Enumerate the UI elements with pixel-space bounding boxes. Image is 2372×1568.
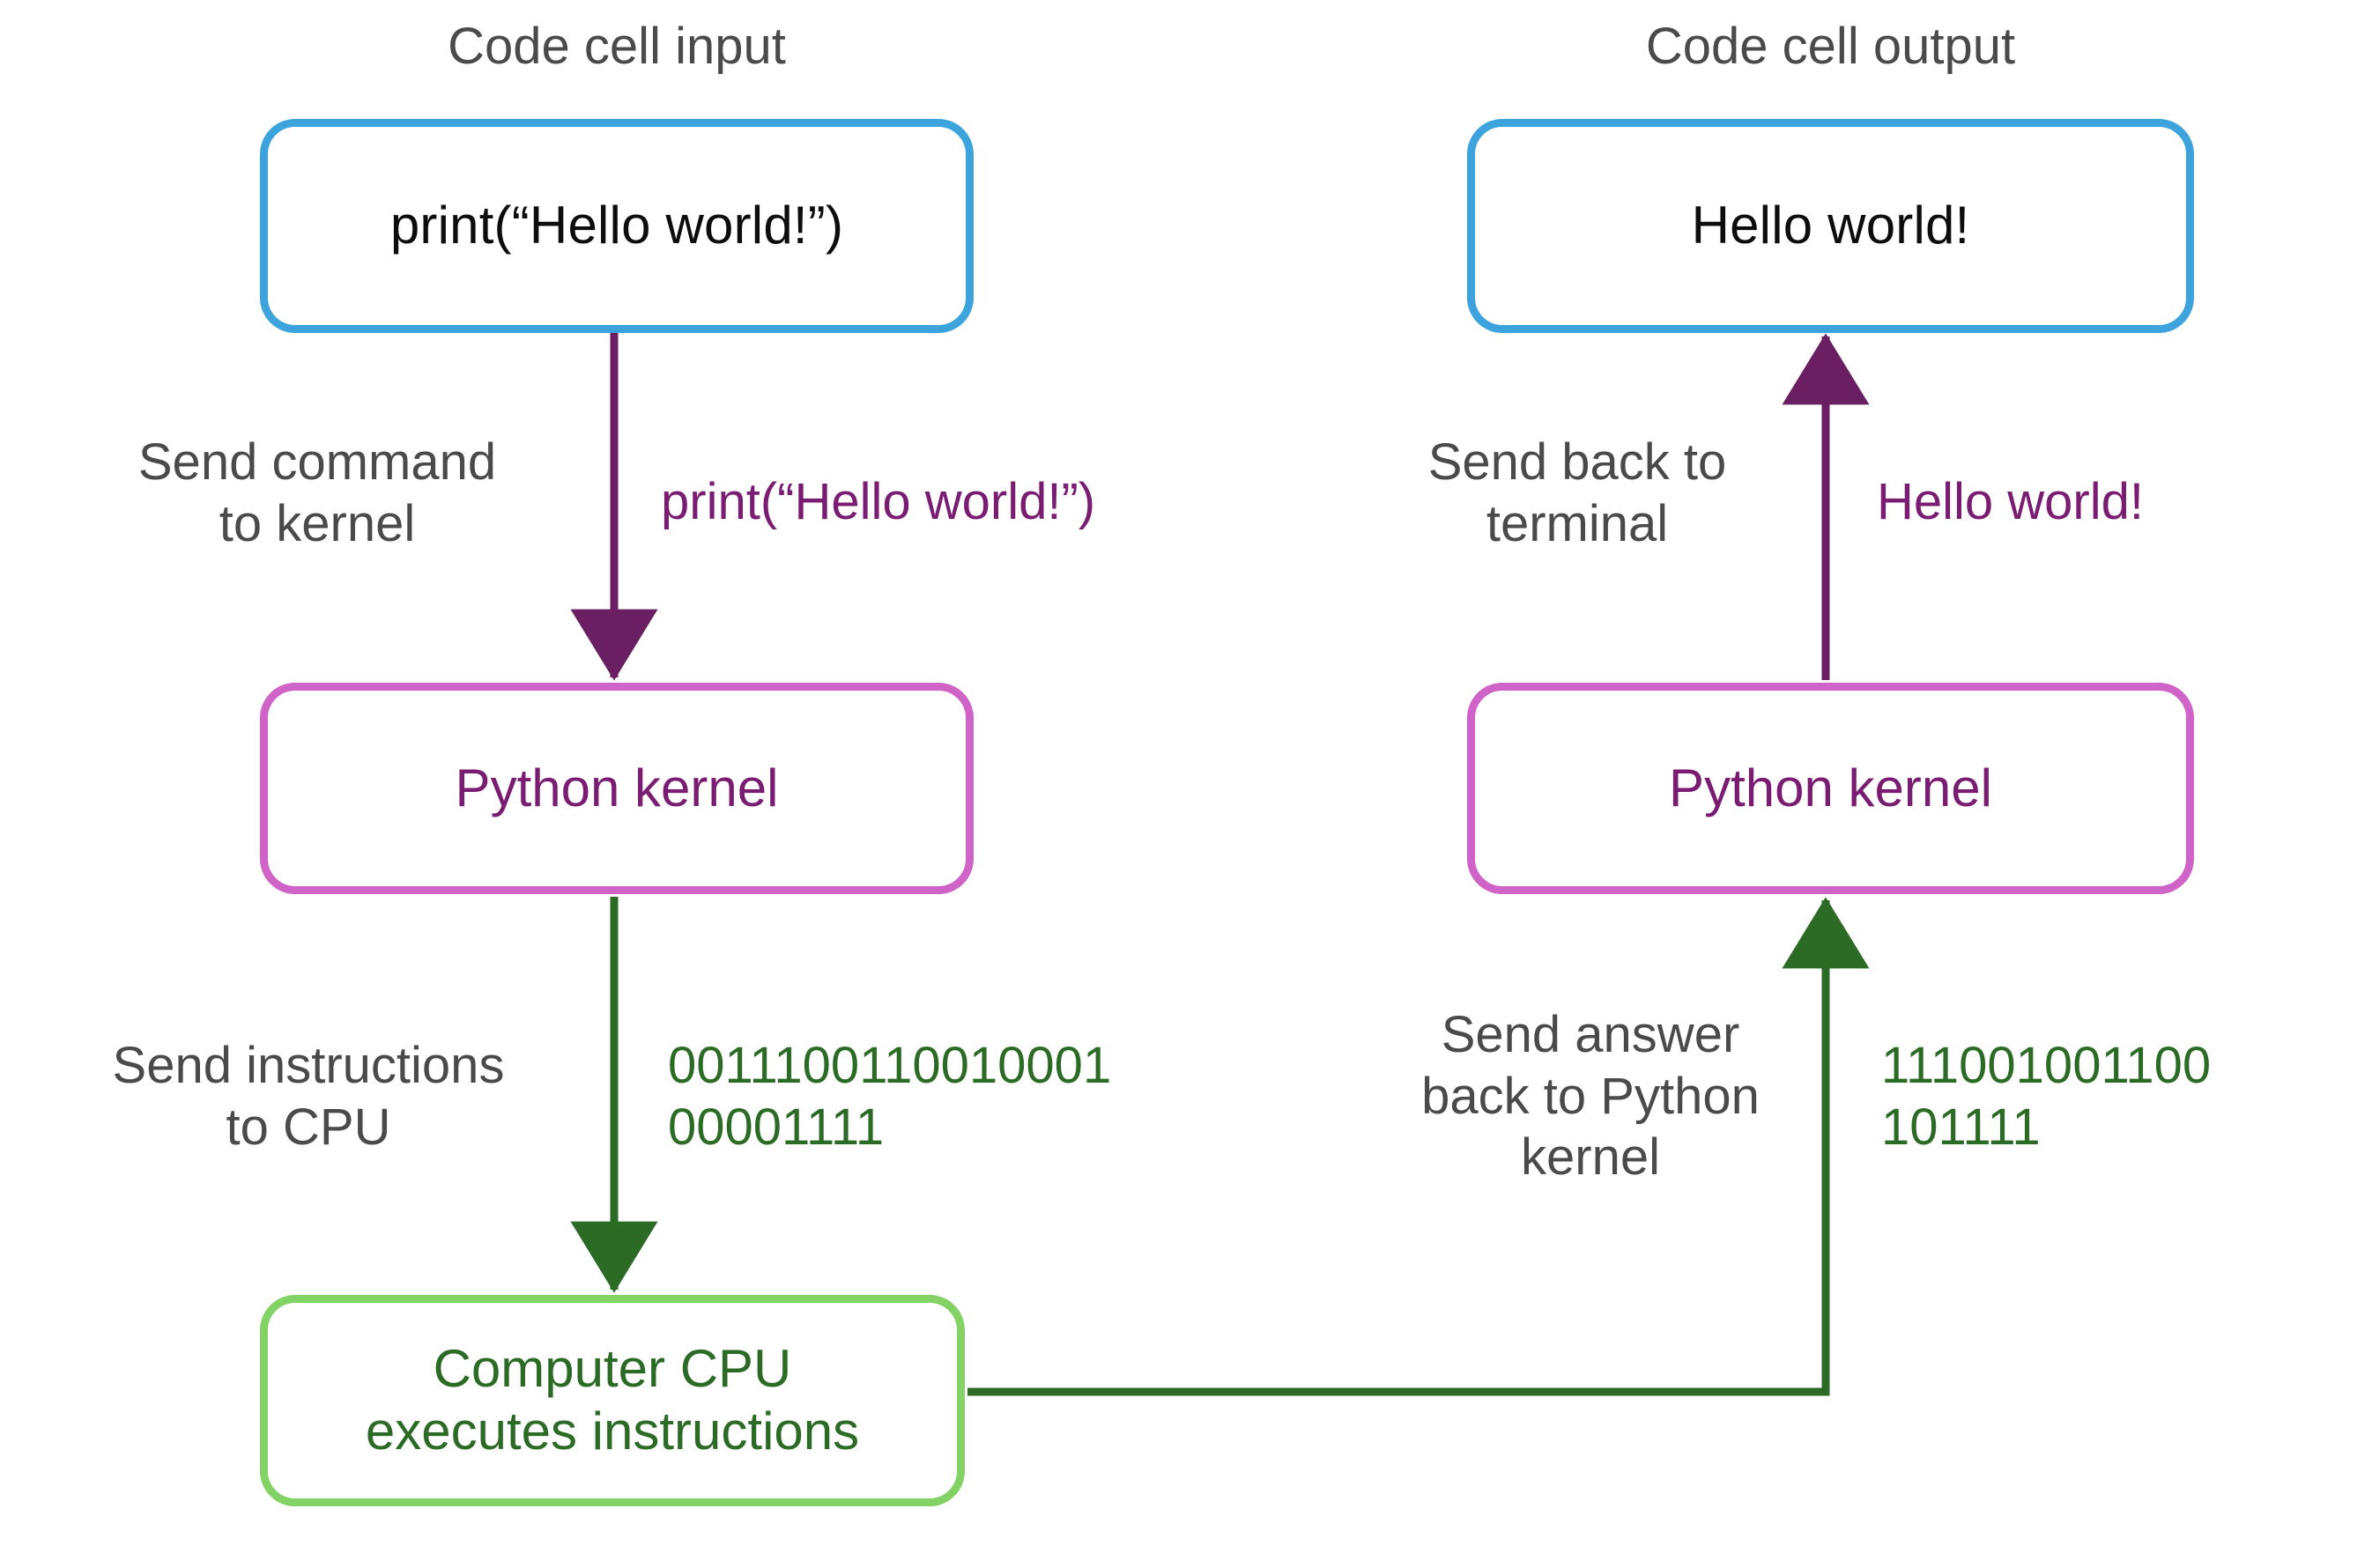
caption-send-command-to-kernel-line1: Send command (137, 433, 497, 491)
title-code-cell-output: Code cell output (1645, 18, 2016, 75)
node-code-cell-output-label: Hello world! (1691, 196, 1970, 255)
caption-send-instructions-to-cpu-line2: to CPU (226, 1098, 391, 1156)
title-code-cell-input: Code cell input (448, 18, 786, 75)
caption-send-command-to-kernel: Send command to kernel (88, 432, 546, 554)
payload-binary-instructions-line2: 00001111 (668, 1098, 885, 1156)
payload-binary-instructions: 0011100110010001 00001111 (668, 1035, 1232, 1158)
caption-send-answer-back-to-python-kernel-line2: back to Python (1421, 1067, 1760, 1125)
node-code-cell-input-label: print(“Hello world!”) (389, 196, 844, 255)
caption-send-back-to-terminal-line1: Send back to (1427, 433, 1727, 491)
caption-send-answer-back-to-python-kernel-line3: kernel (1521, 1128, 1660, 1187)
caption-send-command-to-kernel-line2: to kernel (219, 494, 416, 552)
caption-send-instructions-to-cpu-line1: Send instructions (112, 1037, 505, 1094)
node-python-kernel-right[interactable]: Python kernel (1467, 683, 2194, 894)
caption-send-back-to-terminal-line2: terminal (1486, 494, 1669, 552)
caption-send-answer-back-to-python-kernel-line1: Send answer (1441, 1006, 1740, 1063)
payload-binary-answer-line1: 111001001100 (1881, 1037, 2212, 1094)
node-computer-cpu-label-line1: Computer CPU (433, 1339, 792, 1399)
payload-binary-instructions-line1: 0011100110010001 (668, 1037, 1112, 1094)
payload-hello-world: Hello world! (1877, 473, 2144, 530)
node-code-cell-input[interactable]: print(“Hello world!”) (260, 119, 974, 333)
caption-send-answer-back-to-python-kernel: Send answer back to Python kernel (1383, 1004, 1798, 1188)
caption-send-back-to-terminal: Send back to terminal (1383, 432, 1771, 554)
node-computer-cpu[interactable]: Computer CPU executes instructions (260, 1295, 965, 1506)
node-python-kernel-left[interactable]: Python kernel (260, 683, 974, 894)
caption-send-instructions-to-cpu: Send instructions to CPU (62, 1035, 555, 1158)
payload-binary-answer-line2: 101111 (1881, 1098, 2041, 1156)
node-python-kernel-left-label: Python kernel (455, 758, 779, 817)
node-python-kernel-right-label: Python kernel (1669, 758, 1992, 817)
node-code-cell-output[interactable]: Hello world! (1467, 119, 2194, 333)
payload-print-hello-world: print(“Hello world!”) (661, 473, 1096, 530)
node-computer-cpu-label-line2: executes instructions (365, 1402, 860, 1461)
payload-binary-answer: 111001001100 101111 (1881, 1035, 2339, 1158)
